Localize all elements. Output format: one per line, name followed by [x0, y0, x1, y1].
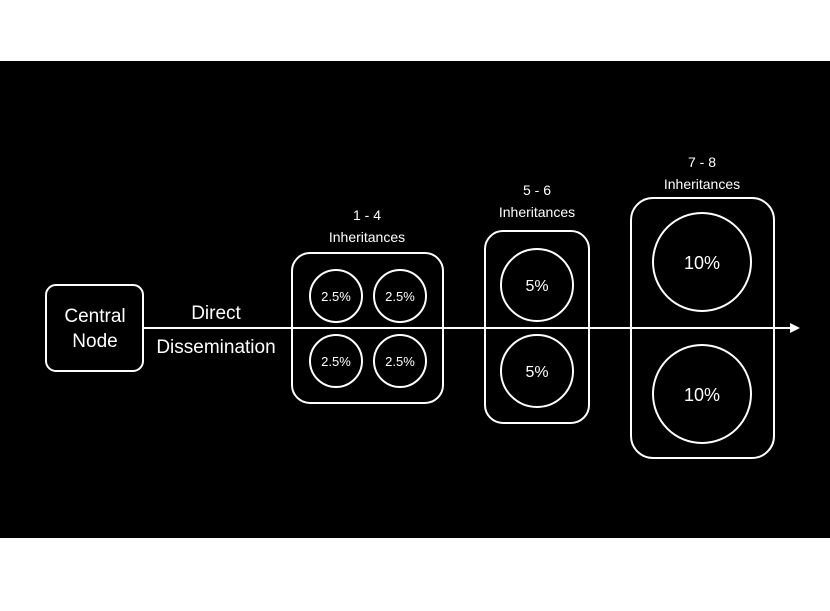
node-circle	[373, 269, 427, 323]
node-circle	[500, 334, 574, 408]
group-label-line2: Inheritances	[329, 229, 405, 245]
group-1-4-inheritances: 1 - 4 Inheritances 2.5% 2.5% 2.5% 2.5%	[291, 207, 444, 404]
node-value: 10%	[684, 385, 720, 405]
node-value: 10%	[684, 253, 720, 273]
group-box	[484, 230, 590, 424]
group-label-line1: 7 - 8	[688, 154, 716, 170]
node-value: 5%	[525, 364, 548, 381]
node-value: 2.5%	[321, 354, 351, 369]
node-circle	[500, 248, 574, 322]
central-node-label-line2: Node	[72, 331, 117, 352]
central-node: Central Node	[45, 284, 144, 372]
node-circle	[373, 334, 427, 388]
node-circle	[652, 344, 752, 444]
group-label-line2: Inheritances	[499, 204, 575, 220]
central-node-box	[45, 284, 144, 372]
node-value: 5%	[525, 278, 548, 295]
group-box	[291, 252, 444, 404]
node-value: 2.5%	[385, 289, 415, 304]
group-5-6-inheritances: 5 - 6 Inheritances 5% 5%	[484, 182, 590, 424]
group-label-line1: 1 - 4	[353, 207, 381, 223]
group-7-8-inheritances: 7 - 8 Inheritances 10% 10%	[630, 154, 775, 459]
group-label-line1: 5 - 6	[523, 182, 551, 198]
node-circle	[309, 269, 363, 323]
group-label-line2: Inheritances	[664, 176, 740, 192]
group-box	[630, 197, 775, 459]
node-circle	[309, 334, 363, 388]
node-value: 2.5%	[385, 354, 415, 369]
node-circle	[652, 212, 752, 312]
dissemination-label-line1: Direct	[191, 303, 241, 324]
node-value: 2.5%	[321, 289, 351, 304]
dissemination-label-line2: Dissemination	[156, 337, 275, 358]
central-node-label-line1: Central	[64, 306, 125, 327]
